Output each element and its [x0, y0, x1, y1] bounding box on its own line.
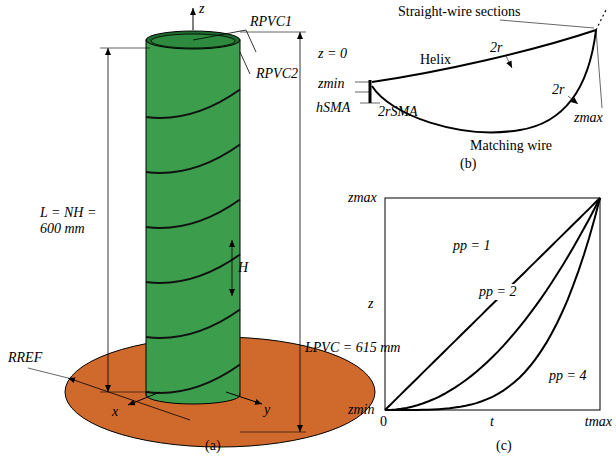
figure-label: (c)	[496, 438, 512, 454]
matching-wire	[372, 30, 596, 132]
helix-curve	[372, 30, 596, 82]
figure-label: H	[238, 260, 248, 276]
figure-label: zmin	[318, 76, 344, 92]
pvc-cylinder	[146, 40, 240, 395]
figure-label: z	[368, 296, 373, 312]
figure-label: t	[490, 414, 494, 430]
figure-label: pp = 4	[548, 368, 587, 384]
figure-label: zmax	[574, 110, 603, 126]
figure-label: RREF	[8, 350, 42, 366]
figure-label: (b)	[460, 156, 476, 172]
figure-label: hSMA	[316, 100, 350, 116]
plot-frame	[385, 198, 600, 410]
figure-label: zmin	[348, 402, 374, 418]
figure-label: zmax	[348, 190, 377, 206]
figure-label: 2r	[490, 40, 502, 56]
figure-label: pp = 1	[452, 238, 491, 254]
figure-label: Matching wire	[470, 138, 552, 154]
figure-label: pp = 2	[478, 284, 517, 300]
figure-label: RPVC1	[250, 14, 292, 30]
helix-wire	[146, 90, 240, 393]
figure-label: (a)	[205, 438, 221, 454]
figure-label: z	[199, 1, 204, 17]
figure-label: y	[264, 402, 270, 418]
figure-label: 2r	[552, 82, 564, 98]
figure-label: 0	[380, 414, 387, 430]
figure-label: tmax	[585, 414, 612, 430]
sma-connector	[369, 80, 372, 103]
figure-label: LPVC = 615 mm	[305, 340, 400, 356]
figure-label: x	[112, 404, 118, 420]
figure-label: z = 0	[318, 46, 347, 62]
figure-label: RPVC2	[256, 66, 298, 82]
profile-curves	[385, 198, 600, 410]
figure-label: Straight-wire sections	[398, 4, 520, 20]
figure-label: Helix	[420, 52, 451, 68]
figure-label: 2rSMA	[378, 104, 418, 120]
figure-label: L = NH = 600 mm	[40, 205, 102, 237]
